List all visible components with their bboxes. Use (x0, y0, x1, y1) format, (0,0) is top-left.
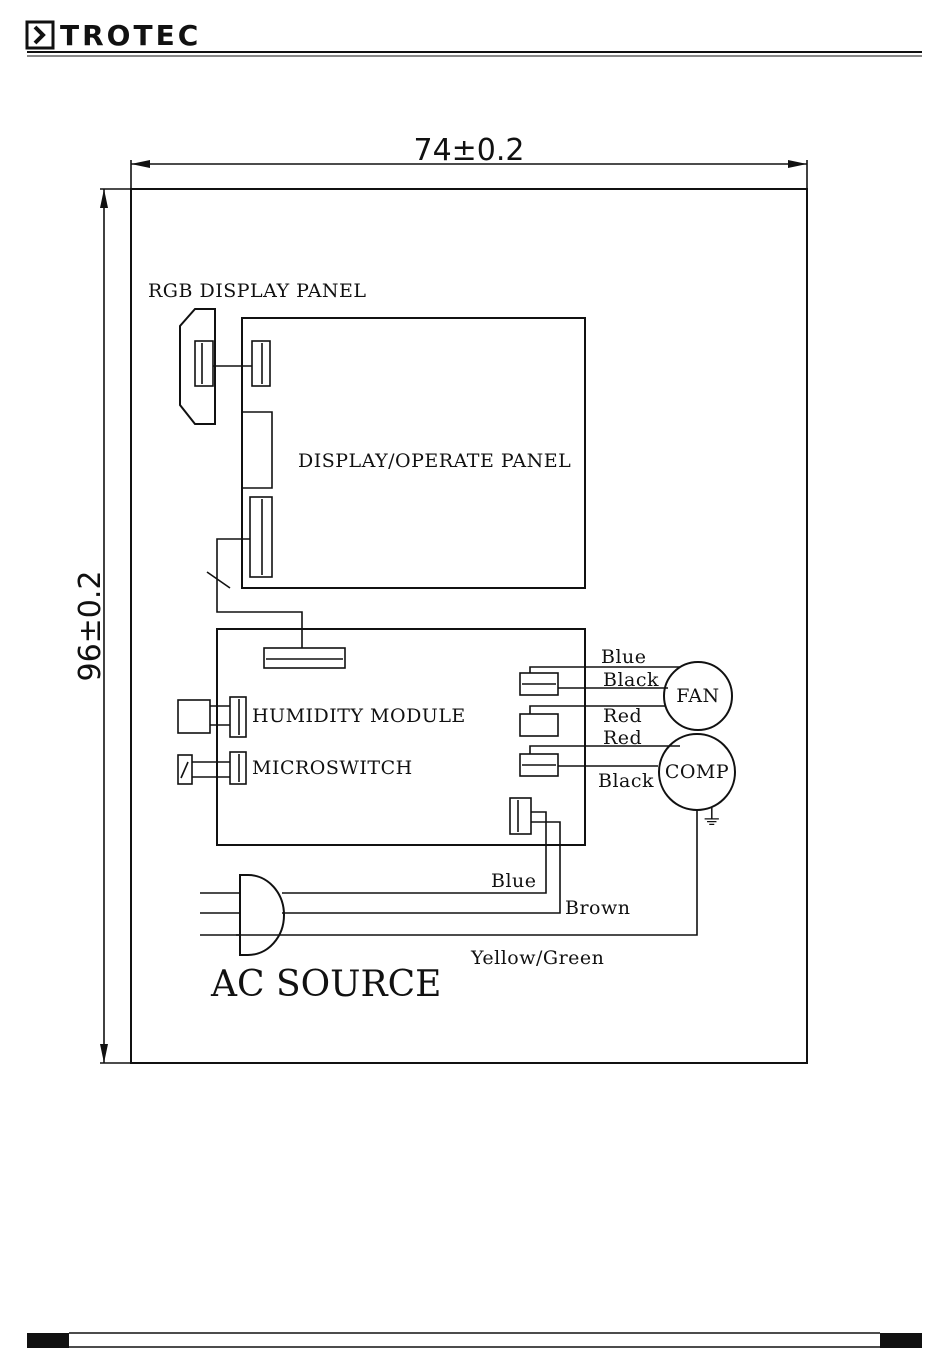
red-connector (520, 714, 558, 736)
display-operate-panel-label: DISPLAY/OPERATE PANEL (298, 450, 571, 472)
comp-black-label: Black (598, 770, 654, 792)
ribbon-cable-mark (207, 572, 230, 588)
fan-label: FAN (676, 685, 719, 707)
display-connector-top (252, 341, 270, 386)
microswitch-connector (230, 752, 246, 784)
rgb-display-panel-label: RGB DISPLAY PANEL (148, 280, 367, 302)
earth-ground-icon: ⏚ (701, 806, 724, 831)
ac-brown-label: Brown (565, 897, 630, 919)
logo-chevron-icon (35, 27, 43, 43)
ac-yellow-green-label: Yellow/Green (470, 947, 604, 969)
width-dimension: 74±0.2 (131, 133, 807, 189)
red-label-1: Red (603, 705, 642, 727)
ribbon-cable (217, 539, 302, 648)
brand-logo: TROTEC (27, 19, 201, 52)
power-connector (510, 798, 531, 834)
main-control-board (217, 629, 585, 845)
ac-blue-label: Blue (491, 870, 537, 892)
ac-source-label: AC SOURCE (210, 964, 441, 1005)
rgb-display-panel (180, 309, 215, 424)
board-header-connector (264, 648, 345, 668)
width-dimension-label: 74±0.2 (413, 133, 524, 168)
red-wire-1 (530, 706, 666, 714)
board-outline (131, 189, 807, 1063)
height-dimension-label: 96±0.2 (73, 570, 108, 681)
brand-name: TROTEC (60, 19, 201, 52)
microswitch-label: MICROSWITCH (252, 757, 413, 779)
comp-label: COMP (665, 761, 729, 783)
humidity-module-label: HUMIDITY MODULE (252, 705, 466, 727)
fan-black-label: Black (603, 669, 659, 691)
display-connector-bottom (250, 497, 272, 577)
logo-bracket-icon (27, 22, 53, 48)
height-dimension: 96±0.2 (73, 189, 131, 1063)
ac-brown-wire (282, 822, 560, 913)
switch-lever-icon (181, 762, 188, 778)
rgb-connector (195, 341, 213, 386)
humidity-connector (230, 697, 246, 737)
fan-blue-label: Blue (601, 646, 647, 668)
ac-plug (200, 875, 284, 955)
humidity-module (178, 700, 210, 733)
footer-bar (27, 1333, 922, 1348)
display-panel-step (242, 412, 272, 488)
